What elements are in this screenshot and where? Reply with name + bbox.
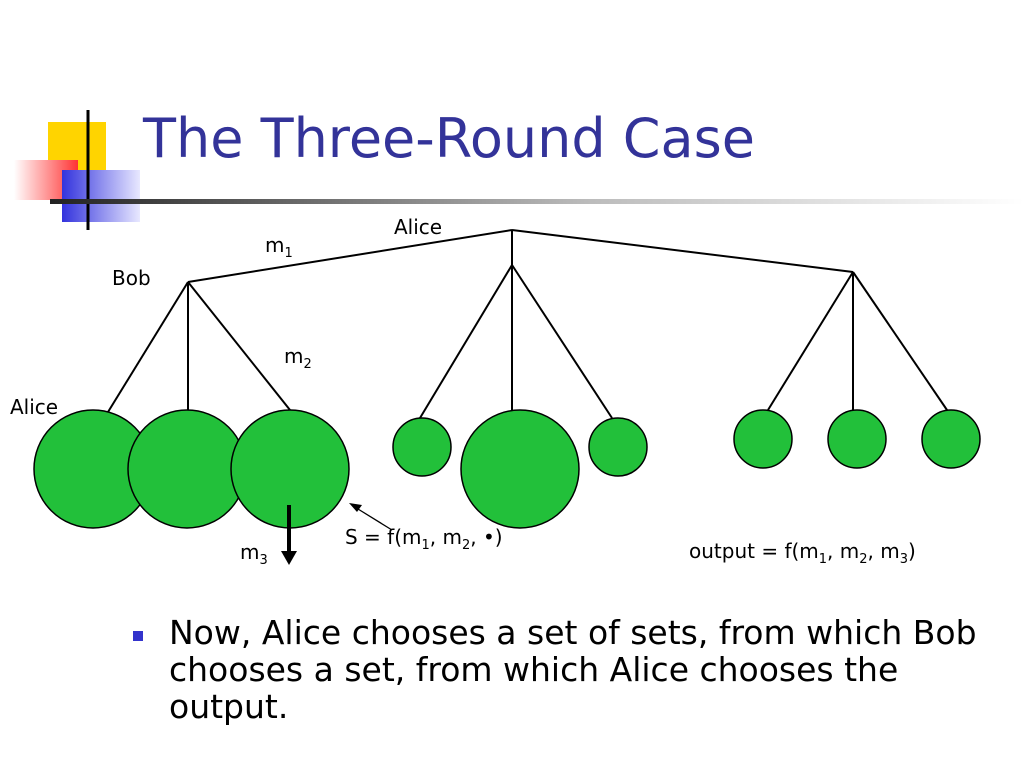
edge-bob-left — [107, 281, 189, 413]
bullet-item: Now, Alice chooses a set of sets, from w… — [130, 614, 990, 725]
leaf-node — [460, 409, 580, 529]
bullet-list: Now, Alice chooses a set of sets, from w… — [130, 614, 990, 725]
label-output-function: output = f(m1, m2, m3) — [689, 539, 916, 567]
bullet-text: Now, Alice chooses a set of sets, from w… — [169, 613, 977, 726]
edge-root-bob — [187, 229, 513, 283]
leaf-node — [921, 409, 981, 469]
label-bob: Bob — [112, 266, 151, 290]
leaf-node — [733, 409, 793, 469]
title-decoration — [14, 110, 140, 230]
label-m1: m1 — [265, 233, 293, 261]
deco-blue-bar — [62, 170, 140, 222]
label-set-function: S = f(m1, m2, •) — [345, 525, 503, 553]
title-underline — [50, 199, 1024, 204]
edge-mid-right — [511, 264, 613, 419]
m3-arrow — [281, 505, 297, 565]
game-tree-diagram: Alice Bob Alice m1 m2 m3 S = f(m1, m2, •… — [10, 215, 981, 568]
label-m2: m2 — [284, 344, 312, 372]
edge-right-right — [852, 271, 948, 411]
edge-right-left — [767, 271, 854, 411]
leaf-node — [392, 417, 452, 477]
edge-root-right — [511, 229, 854, 273]
leaf-node — [127, 409, 247, 529]
bullet-square-icon — [133, 631, 143, 641]
leaf-node — [827, 409, 887, 469]
leaf-node — [588, 417, 648, 477]
slide-title: The Three-Round Case — [143, 107, 755, 170]
set-pointer-arrow — [349, 503, 393, 531]
label-alice-top: Alice — [394, 215, 442, 239]
label-alice-left: Alice — [10, 395, 58, 419]
label-m3: m3 — [240, 540, 268, 568]
tree-edges — [107, 229, 948, 419]
edge-mid-left — [419, 264, 513, 419]
edge-bob-right — [187, 281, 291, 411]
leaf-nodes — [33, 409, 981, 529]
